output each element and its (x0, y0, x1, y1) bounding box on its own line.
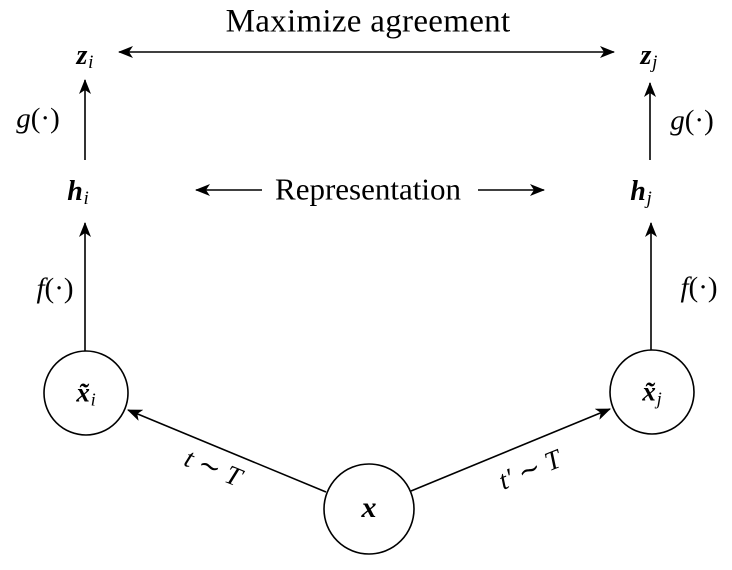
g-function-label-right: g(·) (670, 104, 714, 137)
node-z-j: zj (640, 40, 658, 74)
g-name-right: g (670, 104, 685, 137)
representation-label: Representation (275, 171, 461, 207)
node-x-tilde-i: x̃i (76, 377, 96, 410)
node-x-tilde-j-base: x̃ (642, 376, 656, 407)
x-tilde-j-circle (609, 349, 695, 435)
node-h-j-base: h (630, 176, 646, 207)
g-args-left: (·) (30, 102, 60, 135)
node-z-j-sub: j (652, 52, 658, 74)
t-arrow-right (410, 408, 611, 492)
f-function-label-left: f(·) (36, 272, 74, 305)
node-z-i-sub: i (88, 52, 94, 74)
node-x-tilde-i-base: x̃ (76, 377, 90, 408)
node-x-tilde-i-sub: i (90, 389, 96, 410)
node-z-j-base: z (640, 40, 652, 71)
f-name-left: f (36, 272, 45, 305)
node-h-i-sub: i (83, 188, 89, 210)
node-x-base: x (361, 491, 377, 524)
g-name-left: g (16, 102, 31, 135)
node-h-j-sub: j (646, 188, 652, 210)
t-arrow-left (127, 409, 327, 493)
node-x: x (362, 493, 377, 523)
node-z-i-base: z (76, 40, 88, 71)
node-h-i-base: h (67, 176, 83, 207)
node-x-tilde-j-sub: j (656, 388, 662, 409)
maximize-agreement-label: Maximize agreement (225, 3, 511, 40)
node-h-i: hi (67, 176, 89, 210)
g-args-right: (·) (684, 104, 714, 137)
f-args-right: (·) (688, 271, 718, 304)
f-function-label-right: f(·) (680, 271, 718, 304)
node-x-tilde-j: x̃j (642, 376, 662, 409)
node-h-j: hj (630, 176, 652, 210)
f-args-left: (·) (44, 272, 74, 305)
x-circle (323, 463, 415, 555)
f-name-right: f (680, 271, 689, 304)
node-z-i: zi (76, 40, 94, 74)
x-tilde-i-circle (43, 350, 129, 436)
g-function-label-left: g(·) (16, 102, 60, 135)
